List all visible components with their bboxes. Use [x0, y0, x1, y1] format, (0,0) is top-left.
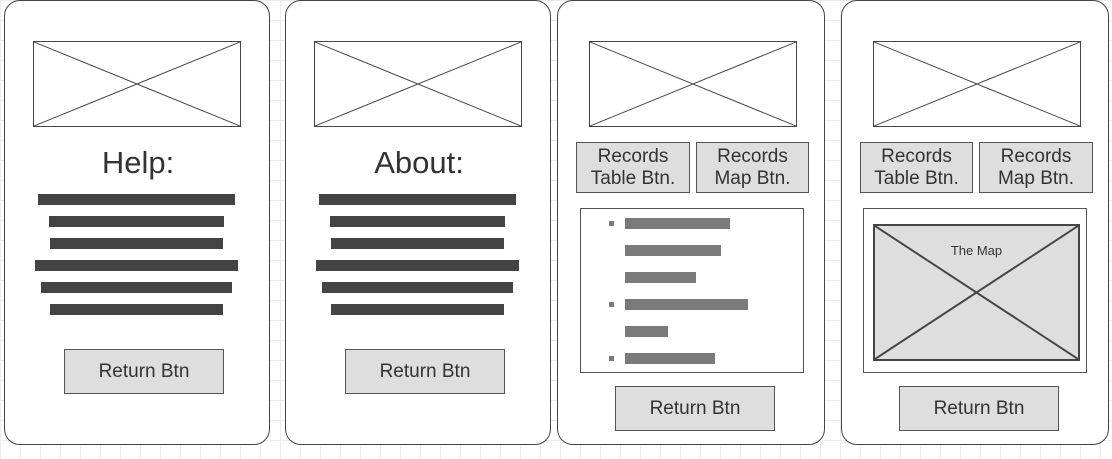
text-line	[331, 238, 504, 249]
image-placeholder	[873, 41, 1081, 127]
list-bullet	[609, 356, 614, 361]
return-button[interactable]: Return Btn	[345, 349, 505, 394]
return-button[interactable]: Return Btn	[899, 386, 1059, 431]
text-line	[316, 260, 519, 271]
text-line	[330, 216, 505, 227]
records-table-button[interactable]: Records Table Btn.	[576, 142, 690, 193]
list-item-detail	[625, 245, 721, 256]
records-map-button[interactable]: Records Map Btn.	[696, 142, 809, 193]
image-placeholder	[589, 41, 797, 127]
list-item-detail	[625, 326, 668, 337]
text-line	[322, 282, 513, 293]
image-placeholder	[33, 41, 241, 127]
page-title: About:	[374, 145, 464, 180]
map-container: The Map	[863, 208, 1087, 373]
records-list	[580, 208, 804, 373]
text-line	[49, 216, 224, 227]
list-item-detail	[625, 272, 696, 283]
return-button[interactable]: Return Btn	[64, 349, 224, 394]
text-line	[41, 282, 232, 293]
text-line	[38, 194, 235, 205]
list-item[interactable]	[625, 299, 748, 310]
text-line	[331, 304, 504, 315]
list-bullet	[609, 302, 614, 307]
page-title: Help:	[101, 145, 175, 180]
records-table-screen-panel: Records Table Btn. Records Map Btn. Retu…	[557, 0, 825, 445]
return-button[interactable]: Return Btn	[615, 386, 775, 431]
list-item[interactable]	[625, 218, 730, 229]
map-label: The Map	[950, 243, 1003, 258]
text-line	[319, 194, 516, 205]
records-table-button[interactable]: Records Table Btn.	[860, 142, 973, 193]
list-item[interactable]	[625, 353, 715, 364]
records-map-button[interactable]: Records Map Btn.	[979, 142, 1093, 193]
image-placeholder	[314, 41, 522, 127]
text-line	[50, 304, 223, 315]
about-screen-panel: About: Return Btn	[285, 0, 551, 445]
text-line	[35, 260, 238, 271]
map-view[interactable]: The Map	[873, 224, 1080, 361]
text-line	[50, 238, 223, 249]
records-map-screen-panel: Records Table Btn. Records Map Btn. The …	[841, 0, 1109, 445]
list-bullet	[609, 221, 614, 226]
help-screen-panel: Help: Return Btn	[4, 0, 270, 445]
